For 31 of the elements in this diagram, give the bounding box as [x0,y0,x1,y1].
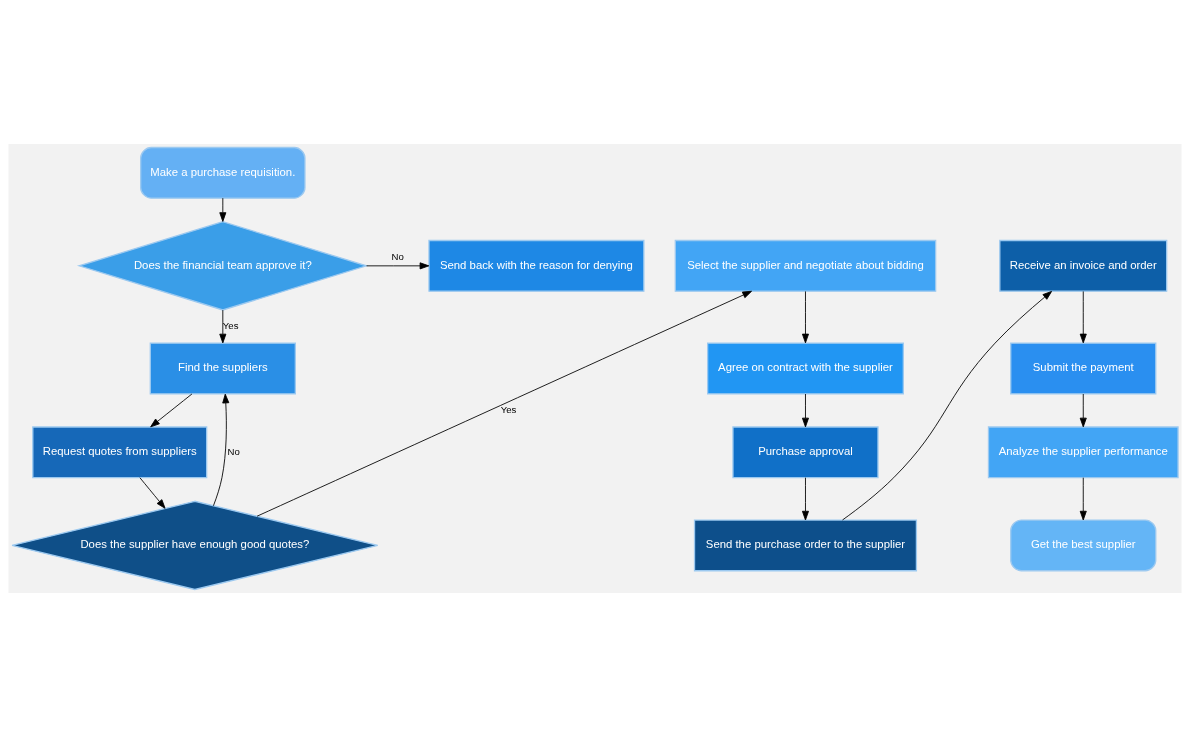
arrow [1079,393,1087,427]
node-box: Find the suppliers [149,342,296,394]
arrow [213,393,230,506]
arrow [1079,290,1087,343]
arrow [842,290,1053,520]
node-box: Purchase approval [732,425,879,478]
arrow [801,476,809,520]
node-box: Make a purchase requisition. [140,146,306,199]
node-box: Agree on contract with the supplier [706,342,904,394]
arrow [801,290,809,343]
arrow [219,197,227,222]
node-box: Get the best supplier [1010,518,1157,571]
arrow [1079,476,1087,520]
node-box: Select the supplier and negotiate about bidding [674,239,937,292]
arrow [139,476,166,509]
node-box: Receive an invoice and order [999,239,1168,292]
edge-label: Yes [222,319,239,331]
node-box: Submit the payment [1010,342,1157,394]
arrow [256,290,752,517]
arrow [219,309,227,343]
node-diamond: Does the financial team approve it? [76,220,369,311]
arrow [366,261,430,269]
edge-label: Yes [500,403,517,415]
node-box: Analyze the supplier performance [987,425,1179,478]
arrow [150,393,193,427]
edge-label: No [227,445,240,457]
node-box: Send the purchase order to the supplier [693,518,918,571]
node-box: Send back with the reason for denying [428,239,645,292]
arrow [801,393,809,427]
node-box: Request quotes from suppliers [32,425,208,478]
edge-label: No [391,250,404,262]
